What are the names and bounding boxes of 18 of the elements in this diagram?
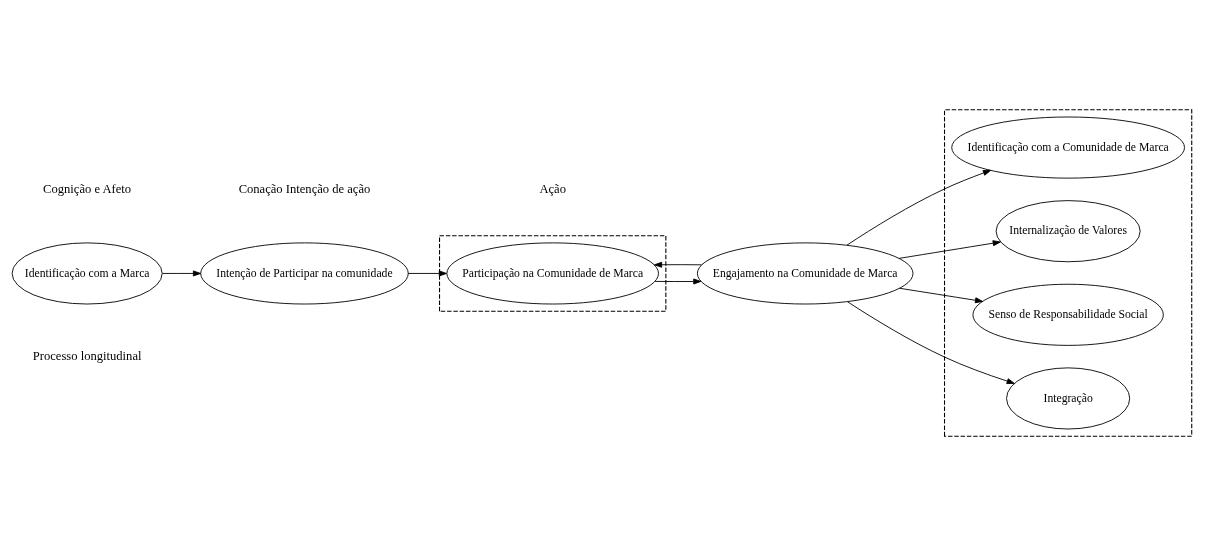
cluster [944, 109, 1193, 437]
node-ellipse: Identificação com a Marca [11, 242, 163, 305]
arrow [898, 240, 1001, 259]
node-ellipse: Internalização de Valores [995, 200, 1141, 263]
arrow [654, 278, 702, 285]
arrow [899, 287, 984, 304]
node-ellipse: Intenção de Participar na comunidade [200, 242, 409, 305]
label: Cognição e Afeto [43, 182, 132, 197]
node-ellipse: Engajamento na Comunidade de Marca [696, 242, 914, 305]
node-ellipse: Participação na Comunidade de Marca [446, 242, 659, 305]
label: Conação Intenção de ação [238, 182, 371, 197]
label: Ação [539, 182, 566, 197]
arrow [162, 270, 202, 277]
arrow [847, 301, 1015, 385]
arrow [846, 170, 992, 246]
arrow [407, 270, 447, 277]
arrow [654, 261, 703, 268]
label: Processo longitudinal [32, 349, 142, 364]
